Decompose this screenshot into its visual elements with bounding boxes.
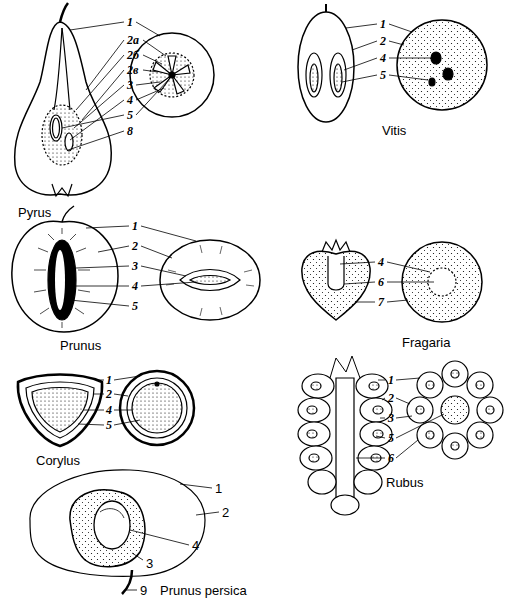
callout-number: 1: [106, 374, 112, 386]
species-name: Fragaria: [402, 336, 450, 349]
callout-number: 2: [106, 388, 112, 400]
callout-number: 3: [388, 412, 394, 424]
callout-number: 5: [127, 109, 133, 121]
callout-number: 3: [132, 260, 138, 272]
callout-number: 7: [378, 296, 384, 308]
species-name: Corylus: [36, 454, 80, 467]
callout-number: 3: [146, 557, 153, 570]
callout-number: 4: [132, 280, 138, 292]
callout-number: 6: [378, 276, 384, 288]
species-name: Vitis: [382, 124, 406, 137]
species-name: Prunus: [60, 339, 101, 352]
species-name: Pyrus: [18, 206, 51, 219]
callout-number: 1: [132, 220, 138, 232]
callout-number: 2: [388, 392, 394, 404]
callout-number: 5: [380, 69, 386, 81]
callout-number: 1: [215, 482, 222, 495]
callout-number: 2а: [127, 34, 139, 46]
callout-number: 1: [380, 18, 386, 30]
callout-number: 2: [380, 35, 386, 47]
callout-number: 5: [132, 300, 138, 312]
callout-number: 1: [388, 374, 394, 386]
species-name: Prunus persica: [160, 584, 247, 597]
callout-number: 2: [222, 506, 229, 519]
callout-number: 5: [388, 432, 394, 444]
callout-number: 2: [132, 240, 138, 252]
callout-number: 4: [127, 94, 133, 106]
callout-number: 6: [388, 452, 394, 464]
callout-number: 2в: [127, 64, 138, 76]
callout-number: 4: [380, 52, 386, 64]
callout-number: 3: [127, 79, 133, 91]
callout-number: 4: [192, 539, 199, 552]
callout-number: 4: [378, 256, 384, 268]
callout-number: 1: [127, 16, 133, 28]
callout-number: 9: [140, 584, 147, 597]
callout-number: 5: [106, 419, 112, 431]
callout-number: 8: [127, 125, 133, 137]
callout-number: 4: [106, 404, 112, 416]
species-name: Rubus: [386, 476, 424, 489]
callout-number: 2б: [127, 49, 139, 61]
